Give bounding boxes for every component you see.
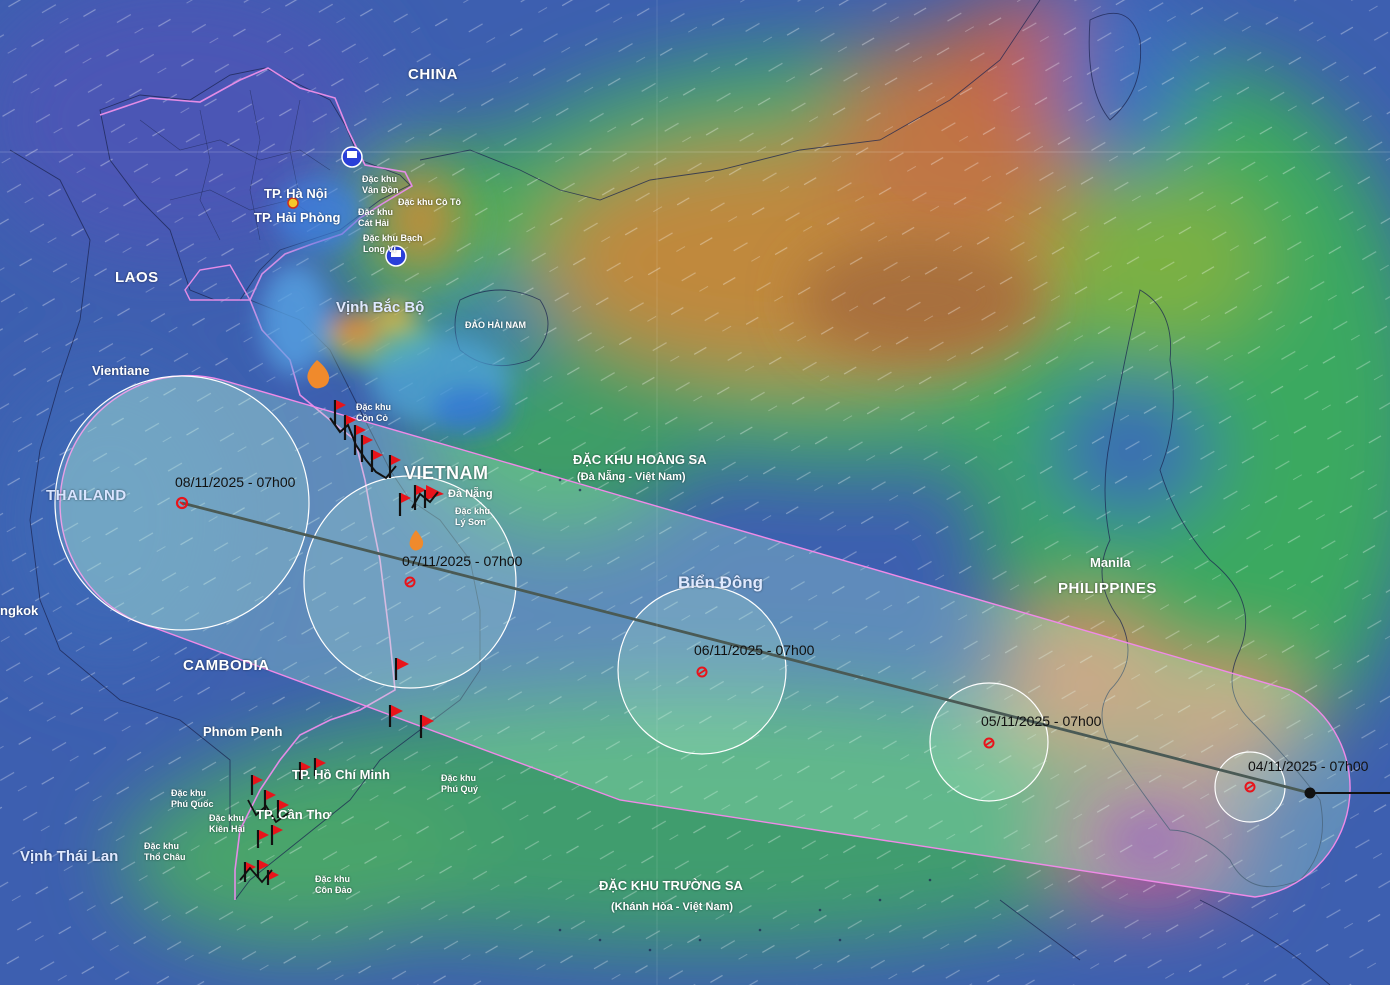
label-co-to: Đặc khu Cô Tô [398,197,462,207]
label-thailand: THAILAND [46,487,127,504]
label-da-nang: Đà Nẵng [448,488,493,500]
label-philippines: PHILIPPINES [1058,580,1157,597]
label-vientiane: Vientiane [92,363,150,378]
label-hoang-sa: ĐẶC KHU HOÀNG SA [573,452,707,467]
label-vinh-thai-lan: Vịnh Thái Lan [20,848,119,865]
label-cambodia: CAMBODIA [183,657,270,674]
label-hai-phong: TP. Hải Phòng [254,210,341,225]
label-ha-noi: TP. Hà Nội [264,186,328,201]
track-label-08-11: 08/11/2025 - 07h00 [175,474,296,490]
label-phu-quoc: Đặc khu Phú Quốc [171,788,214,809]
label-tho-chau: Đặc khu Thổ Châu [144,841,186,862]
label-ly-son: Đặc khu Lý Sơn [455,506,491,527]
label-dao-hai-nam: ĐẢO HẢI NAM [465,320,526,330]
label-phnom-penh: Phnom Penh [203,724,283,739]
label-phu-quy: Đặc khu Phú Quý [441,773,479,794]
storm-markers [175,496,1256,793]
label-manila: Manila [1090,555,1131,570]
label-hoang-sa-sub: (Đà Nẵng - Việt Nam) [577,471,686,483]
label-truong-sa-sub: (Khánh Hòa - Việt Nam) [611,901,734,913]
label-vietnam: VIETNAM [404,463,489,483]
label-van-don: Đặc khu Vân Đồn [362,174,399,195]
track-label-04-11: 04/11/2025 - 07h00 [1248,758,1369,774]
current-position-marker [1304,787,1316,799]
label-bien-dong: Biển Đông [678,573,763,592]
label-con-co: Đặc khu Cồn Cỏ [356,402,392,423]
label-laos: LAOS [115,269,159,286]
label-china: CHINA [408,66,458,83]
track-label-05-11: 05/11/2025 - 07h00 [981,713,1102,729]
label-vinh-bac-bo: Vịnh Bắc Bộ [336,299,425,316]
warning-flags [239,400,444,885]
storm-track-line [181,501,1311,795]
label-bangkok: ngkok [0,603,39,618]
label-ho-chi-minh: TP. Hồ Chí Minh [292,767,390,782]
port-markers [287,146,407,267]
label-con-dao: Đặc khu Côn Đảo [315,874,352,895]
flood-warning-markers [307,360,424,551]
track-label-06-11: 06/11/2025 - 07h00 [694,642,815,658]
label-cat-hai: Đặc khu Cát Hải [358,207,394,228]
forecast-circle-06-11 [617,585,787,755]
label-kien-hai: Đặc khu Kiên Hải [209,813,246,834]
label-bach-long-vi: Đặc khu Bạch Long Vĩ [363,233,423,254]
label-truong-sa: ĐẶC KHU TRƯỜNG SA [599,878,743,893]
track-label-07-11: 07/11/2025 - 07h00 [402,553,523,569]
label-can-tho: TP. Cần Thơ [256,807,332,822]
